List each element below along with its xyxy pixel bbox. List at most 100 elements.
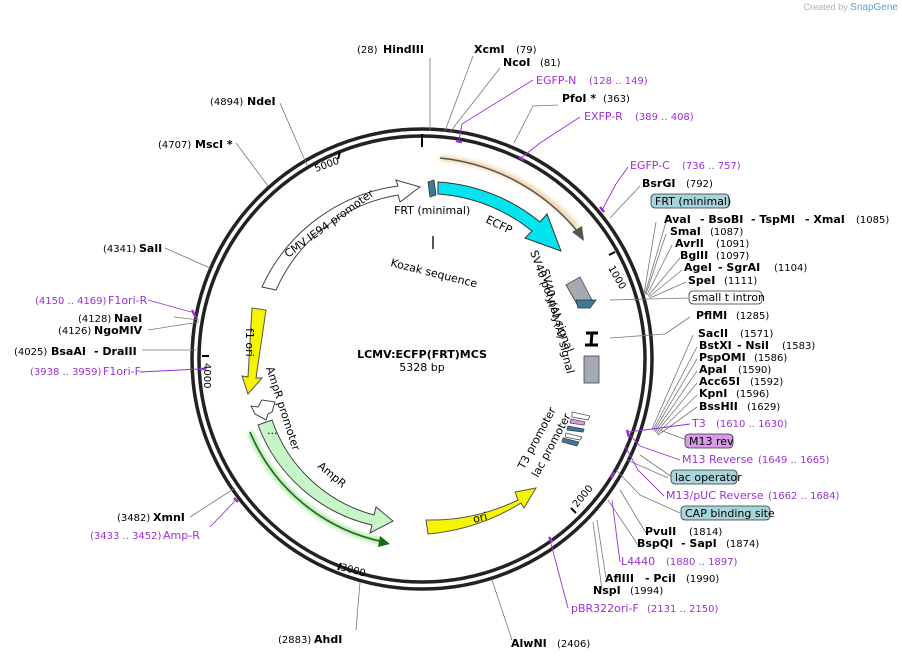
bsobi-label: - BsoBI [700, 213, 743, 226]
m13puc-label: M13/pUC Reverse [666, 489, 764, 502]
tick-1000 [608, 251, 616, 256]
cap-binding-label: CAP binding site [685, 507, 775, 520]
ampr-label: AmpR [315, 459, 349, 490]
sgrai-label: - SgrAI [718, 261, 760, 274]
ahdi-pos: (2883) [278, 635, 311, 646]
ampr-primer-label: Amp-R [163, 529, 200, 542]
bstxi-pos: (1583) [782, 341, 815, 352]
m13-reverse-pos: (1649 .. 1665) [758, 455, 830, 466]
egfpc-label: EGFP-C [630, 159, 670, 172]
apai-label: ApaI [699, 363, 727, 376]
msci-label: MscI * [195, 138, 233, 151]
snapgene-logo: SnapGene [850, 2, 898, 13]
hindiii-pos: (28) [357, 45, 378, 56]
plasmid-size: 5328 bp [399, 361, 444, 374]
ncoi-pos: (81) [540, 58, 561, 69]
ndei-pos: (4894) [210, 97, 243, 108]
pbr322-pos: (2131 .. 2150) [647, 604, 719, 615]
pfoi-label: PfoI * [562, 92, 596, 105]
sacii-pos: (1571) [740, 329, 773, 340]
primer-leaders [139, 79, 691, 609]
f1orir-label: F1ori-R [108, 294, 148, 307]
lac-operator-box [670, 469, 738, 485]
ampr-dots: ... [267, 424, 278, 437]
frt-minimal-box-label: FRT (minimal) [655, 195, 731, 208]
bsshii-label: BssHII [699, 400, 738, 413]
ampr-arrow [257, 419, 394, 534]
acc65i-pos: (1592) [750, 377, 783, 388]
kpni-label: KpnI [699, 387, 727, 400]
ampr-orf-arrowhead [378, 536, 390, 547]
sali-label: SalI [139, 242, 162, 255]
tick-2000 [570, 507, 577, 514]
pvuii-pos: (1814) [689, 527, 722, 538]
draiii-label: - DraIII [94, 345, 137, 358]
pvuii-label: PvuII [645, 525, 676, 538]
naei-label: NaeI [114, 312, 142, 325]
bglii-label: BglII [680, 249, 708, 262]
hindiii-label: HindIII [383, 43, 424, 56]
pflmi-label: PflMI [696, 309, 727, 322]
l4440-pos: (1880 .. 1897) [666, 557, 738, 568]
site-leaders [142, 55, 698, 641]
apai-pos: (1590) [738, 365, 771, 376]
nspi-pos: (1994) [630, 586, 663, 597]
smai-pos: (1087) [710, 227, 743, 238]
xmni-pos: (3482) [117, 513, 150, 524]
pfoi-pos: (363) [603, 94, 630, 105]
alwni-pos: (2406) [557, 639, 590, 650]
agei-label: AgeI [684, 261, 712, 274]
f1-ori-label: f1 ori [243, 328, 256, 357]
spei-pos: (1111) [724, 276, 757, 287]
bspqi-label: BspQI [637, 537, 673, 550]
nsii-label: - NsiI [737, 339, 769, 352]
pspomi-label: PspOMI [699, 351, 746, 364]
ampr-promoter-arrow [250, 399, 276, 421]
tick-label-4000: 4000 [201, 363, 212, 388]
bsrgi-pos: (792) [686, 179, 713, 190]
spei-label: SpeI [688, 274, 715, 287]
pspomi-pos: (1586) [754, 353, 787, 364]
kozak-label: Kozak sequence [389, 256, 479, 290]
avrii-label: AvrII [675, 237, 704, 250]
bsaai-pos: (4025) [14, 347, 47, 358]
backbone-outer [190, 127, 654, 591]
afliii-pos: (1990) [686, 574, 719, 585]
m13-reverse-label: M13 Reverse [682, 453, 753, 466]
egfpn-label: EGFP-N [536, 74, 576, 87]
avai-pos: (1085) [856, 215, 889, 226]
bsrgi-label: BsrGI [642, 177, 675, 190]
pflmi-pos: (1285) [736, 311, 769, 322]
credit-prefix: Created by [803, 2, 848, 12]
tick-5000 [337, 151, 341, 160]
m13-rev-box-label: M13 rev [689, 435, 734, 448]
ndei-label: NdeI [247, 95, 276, 108]
sv40-polya-arrow [575, 299, 597, 309]
f1-ori-arrow [241, 307, 267, 395]
snapgene-credit: Created by SnapGene [804, 2, 898, 13]
ecfp-orf-arrowhead [572, 226, 584, 241]
alwni-label: AlwNI [511, 637, 547, 650]
m13-rev-box [684, 433, 734, 449]
bstxi-label: BstXI [699, 339, 732, 352]
ecfp-arrow [437, 181, 562, 252]
sv40-polya-box-2 [583, 355, 600, 384]
frt-minimal-box [650, 193, 730, 209]
bglii-pos: (1097) [716, 251, 749, 262]
f1orir-pos: (4150 .. 4169) [35, 296, 107, 307]
agei-pos: (1104) [774, 263, 807, 274]
sapi-label: - SapI [681, 537, 717, 550]
xcmi-pos: (79) [516, 45, 537, 56]
lac-operator-label: lac operator [675, 471, 742, 484]
f1orif-label: F1ori-F [103, 365, 141, 378]
t3-primer-label: T3 [691, 417, 706, 430]
ahdi-label: AhdI [314, 633, 342, 646]
bspqi-pos: (1874) [726, 539, 759, 550]
ecfp-label: ECFP [484, 213, 515, 237]
cmv-promoter-arrow [261, 179, 422, 291]
xcmi-label: XcmI [474, 43, 505, 56]
afliii-label: AflIII [605, 572, 634, 585]
ngomiv-pos: (4126) [58, 326, 91, 337]
exfpr-pos: (389 .. 408) [635, 112, 694, 123]
